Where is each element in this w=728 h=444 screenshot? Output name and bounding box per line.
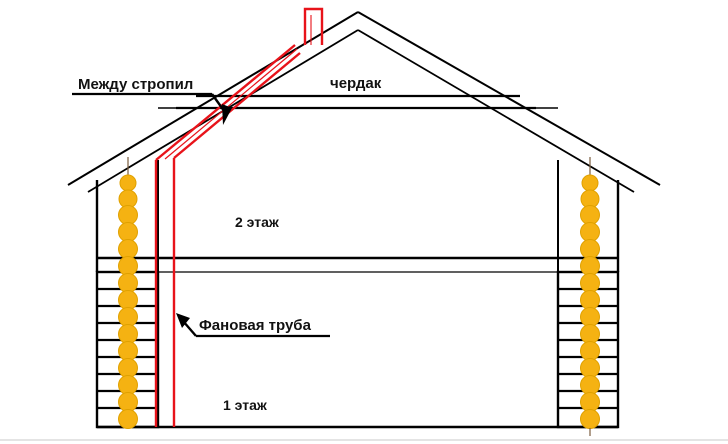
wall-left-floor2 [95,160,159,272]
callout-soil-pipe: Фановая труба [176,313,330,338]
wall-right-floor2 [557,160,620,272]
floor-two-label: 2 этаж [235,214,280,230]
attic-label: чердак [330,75,382,92]
callout-between-rafters-arrowhead [222,104,232,125]
insulation-column-right [580,157,600,436]
floor-one-label: 1 этаж [223,397,268,413]
callout-between-rafters-text: Между стропил [78,76,193,93]
callout-soil-pipe-text: Фановая труба [199,317,312,334]
insulation-column-left [118,157,138,429]
soil-pipe-stack [154,7,324,427]
callout-soil-pipe-arrowhead [176,313,190,328]
floor-slab [97,256,618,273]
callout-between-rafters: Между стропил [72,76,232,125]
